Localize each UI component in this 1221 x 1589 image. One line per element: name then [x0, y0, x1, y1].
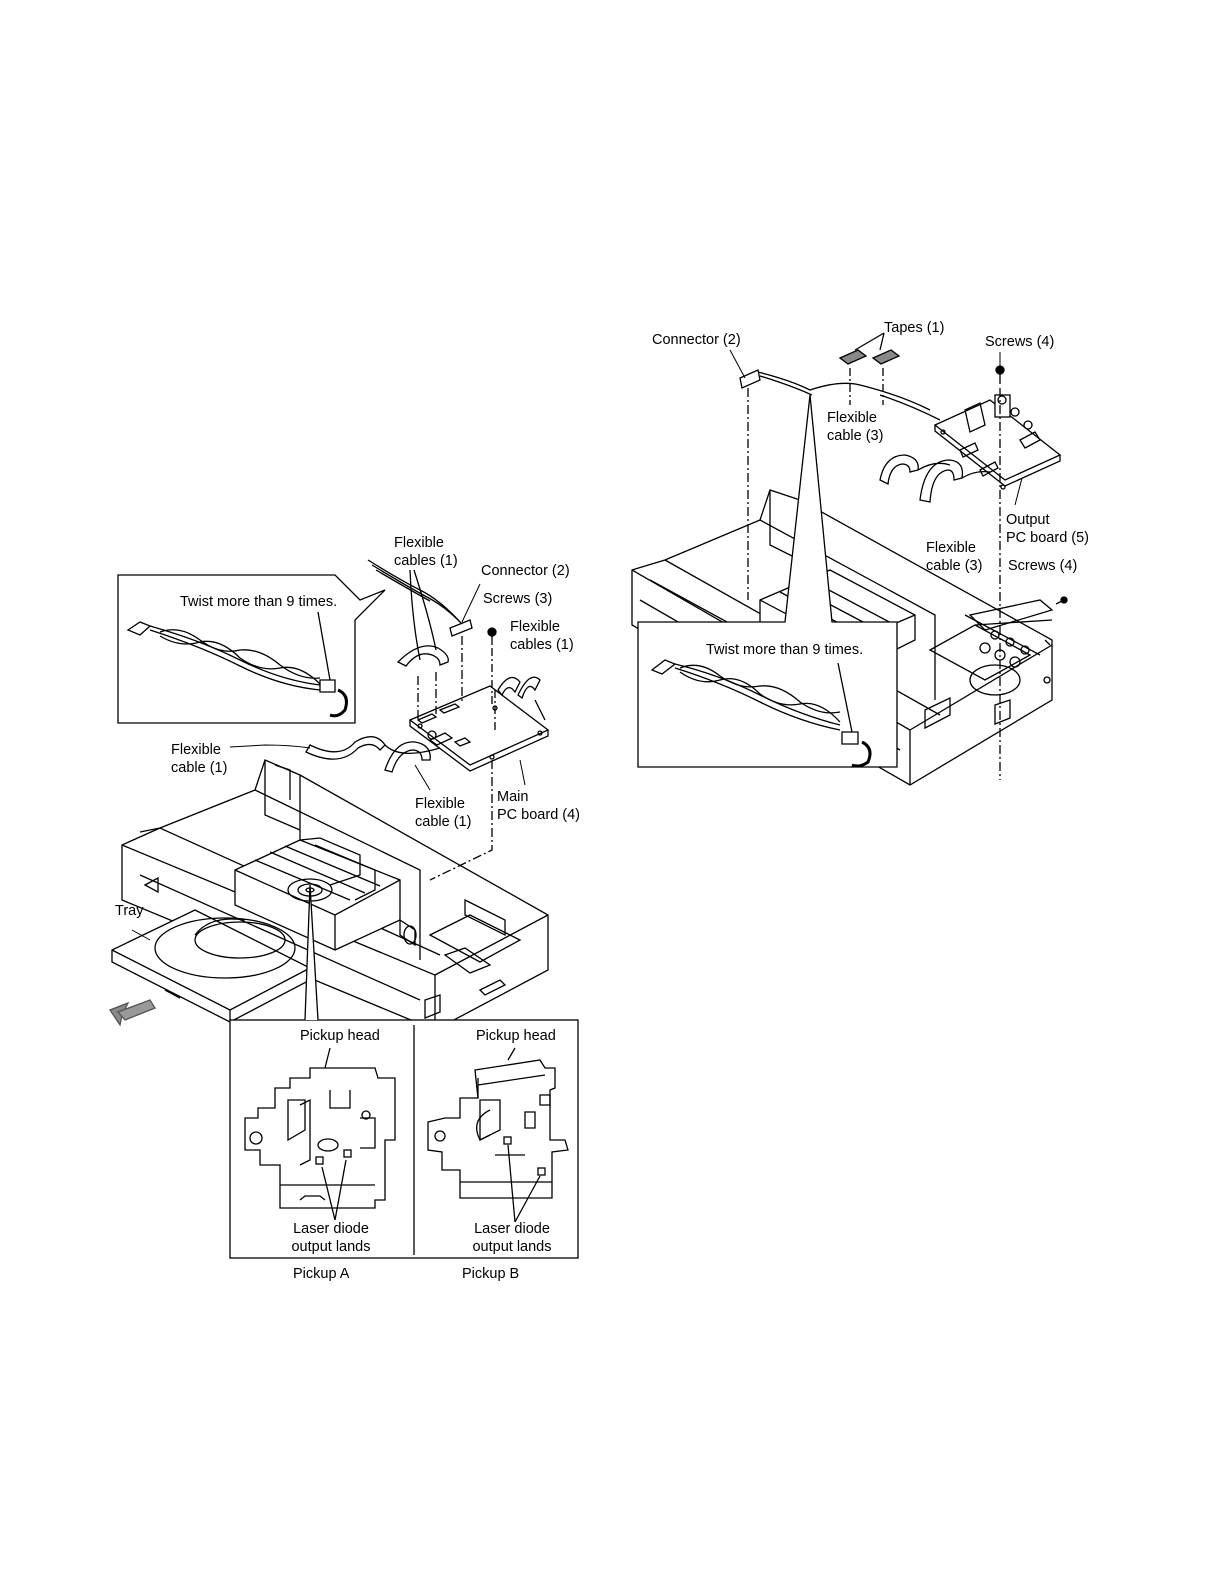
left-alignment-lines — [417, 636, 493, 881]
left-flexible-cables-1-top — [396, 569, 496, 730]
label-line: cable (3) — [827, 428, 884, 444]
left-figure — [109, 559, 579, 1259]
left-chassis — [109, 759, 549, 1031]
right-figure — [631, 332, 1068, 786]
label-line: cable (3) — [926, 558, 983, 574]
label-line: Laser diode — [293, 1221, 369, 1237]
left-connector-2-label: Connector (2) — [481, 563, 570, 579]
left-screw-3 — [487, 627, 497, 705]
right-screws-4-bottom-label: Screws (4) — [1008, 558, 1078, 574]
right-connector-2 — [739, 369, 941, 421]
right-screws-4-top-label: Screws (4) — [985, 334, 1055, 350]
pickup-a-drawing — [244, 1047, 396, 1221]
right-flexible-cable-3-bottom-label: Flexible cable (3) — [926, 539, 982, 575]
left-twist-note: Twist more than 9 times. — [180, 594, 338, 610]
left-flexible-cables-1-top-label: Flexible cables (1) — [394, 534, 458, 570]
label-line: output lands — [472, 1239, 552, 1255]
right-flexible-cables-3 — [879, 454, 991, 503]
label-line: cable (1) — [171, 760, 228, 776]
label-line: cable (1) — [415, 814, 472, 830]
right-twist-inset — [637, 394, 898, 768]
label-line: Flexible — [827, 410, 877, 426]
label-line: Flexible — [926, 540, 976, 556]
pickup-inset — [229, 884, 579, 1259]
right-twist-note: Twist more than 9 times. — [706, 642, 864, 658]
right-leader-lines — [729, 349, 1023, 506]
pickup-b-caption: Pickup B — [462, 1266, 520, 1282]
left-tray-label: Tray — [115, 903, 144, 919]
left-flexible-cables-1-right — [497, 676, 546, 721]
pickup-a-caption: Pickup A — [293, 1266, 350, 1282]
left-flexible-cables-1-right-label: Flexible cables (1) — [510, 618, 574, 654]
label-line: Main — [497, 789, 529, 805]
pickup-b-lands-label: Laser diode output lands — [457, 1220, 567, 1256]
left-twist-inset — [117, 574, 386, 724]
label-line: output lands — [291, 1239, 371, 1255]
left-screws-3-label: Screws (3) — [483, 591, 553, 607]
left-flexible-cable-1-long — [305, 736, 441, 773]
left-main-pc-board — [408, 685, 550, 772]
left-leader-lines — [131, 583, 526, 941]
pickup-b-head-label: Pickup head — [476, 1028, 556, 1044]
label-line: Laser diode — [474, 1221, 550, 1237]
right-output-pc-board-5-label: Output PC board (5) — [1006, 511, 1089, 547]
left-flexible-cable-1-left-label: Flexible cable (1) — [171, 741, 227, 777]
left-connector-2 — [367, 559, 473, 637]
pickup-a-lands-label: Laser diode output lands — [276, 1220, 386, 1256]
left-main-pc-board-4-label: Main PC board (4) — [497, 788, 580, 824]
label-line: cables (1) — [394, 553, 458, 569]
right-screws-4 — [995, 365, 1068, 780]
right-tapes-1 — [838, 332, 901, 405]
left-flexible-cable-1-center-label: Flexible cable (1) — [415, 795, 471, 831]
right-tapes-1-label: Tapes (1) — [884, 320, 945, 336]
label-line: cables (1) — [510, 637, 574, 653]
label-line: Flexible — [415, 796, 465, 812]
right-connector-2-label: Connector (2) — [652, 332, 741, 348]
right-flexible-cable-3-top-label: Flexible cable (3) — [827, 409, 883, 445]
label-line: PC board (4) — [497, 807, 581, 823]
right-output-pc-board — [933, 394, 1062, 490]
pickup-b-drawing — [427, 1047, 569, 1223]
label-line: Output — [1006, 512, 1050, 528]
label-line: Flexible — [510, 619, 560, 635]
label-line: PC board (5) — [1006, 530, 1090, 546]
label-line: Flexible — [394, 535, 444, 551]
pickup-a-head-label: Pickup head — [300, 1028, 380, 1044]
label-line: Flexible — [171, 742, 221, 758]
